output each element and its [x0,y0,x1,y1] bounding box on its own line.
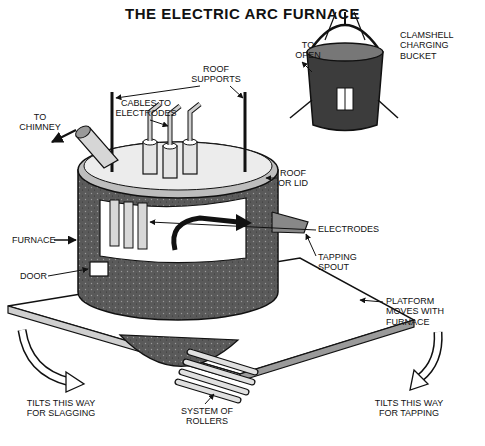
part-label: CABLES TO ELECTRODES [112,98,180,119]
part-label: TAPPING SPOUT [318,252,370,273]
electrode-cable [190,104,200,141]
leader-line [54,239,76,241]
part-label: TILTS THIS WAY FOR SLAGGING [22,398,100,419]
tilt-arrow [420,332,438,378]
tilt-arrow [22,330,70,382]
leader-line [306,234,316,256]
tilt-arrow-head [66,372,84,392]
tilt-arrow [22,330,70,382]
leader-line [230,86,243,98]
part-label: ROOF OR LID [278,168,308,189]
part-label: ROOF SUPPORTS [187,64,245,85]
leader-line [150,222,316,230]
bucket-body [307,52,383,131]
part-label: TO OPEN [292,40,324,61]
leader-line [150,120,168,126]
leader-line [48,269,88,276]
tilt-arrow [420,332,438,378]
leader-line [302,62,312,72]
electrode [163,146,177,178]
part-label: DOOR [20,271,60,281]
leader-line [116,86,200,98]
electrode-inside [138,203,147,249]
leader-line [266,178,277,179]
tilt-arrow-head [410,370,428,390]
platform-edge [240,320,414,381]
bucket-hinge [337,88,353,110]
part-label: TILTS THIS WAY FOR TAPPING [370,398,448,419]
leader-line [360,300,383,302]
chimney-duct-end [74,124,93,141]
part-label: TO CHIMNEY [14,112,66,133]
part-label: FURNACE [12,235,62,245]
electrode-cable [190,104,200,141]
bucket-lever [378,100,398,118]
roller [178,382,238,400]
flow-arrow [174,218,238,250]
part-label: PLATFORM MOVES WITH FURNACE [386,296,448,327]
roller [178,382,238,400]
electrode-inside [124,202,133,248]
part-label: SYSTEM OF ROLLERS [172,406,242,427]
electrode [183,142,197,174]
bucket-seam [345,88,346,110]
part-label: CLAMSHELL CHARGING BUCKET [400,30,462,61]
leader-line [205,394,214,404]
furnace-door [90,262,108,276]
flow-arrow-head [236,214,252,231]
electrode [143,142,157,174]
furnace-cutaway [100,198,246,263]
roof-support [244,92,247,172]
part-label: ELECTRODES [318,224,398,234]
diagram-title: THE ELECTRIC ARC FURNACE [0,5,485,22]
electrode-inside [110,200,119,246]
bucket-lever [290,100,312,118]
